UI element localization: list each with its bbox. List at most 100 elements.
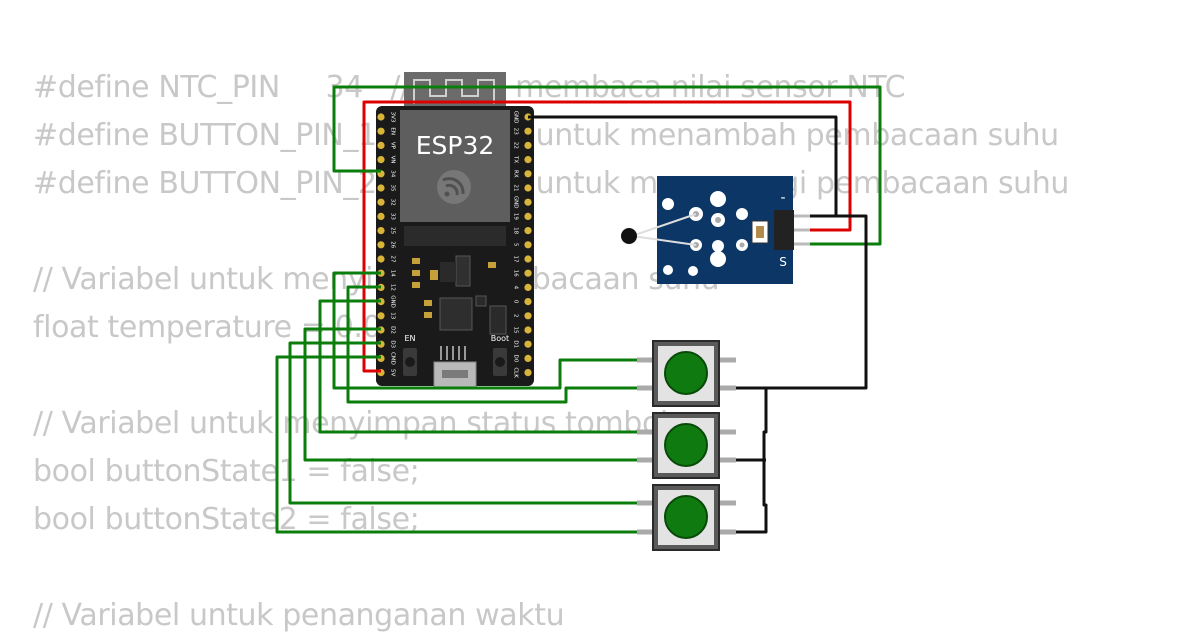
esp32-pin-left-10[interactable] bbox=[377, 255, 385, 263]
esp32-pin-left-8[interactable] bbox=[377, 227, 385, 235]
esp32-pin-right-3[interactable] bbox=[524, 156, 532, 164]
esp32-pin-right-16[interactable] bbox=[524, 340, 532, 348]
esp32-pin-left-9[interactable] bbox=[377, 241, 385, 249]
esp32-chip-label: ESP32 bbox=[416, 131, 495, 160]
esp32-pin-label: 12 bbox=[390, 284, 396, 291]
esp32-pin-label: 0 bbox=[513, 300, 519, 304]
esp32-pin-label: 16 bbox=[513, 270, 519, 277]
esp32-pin-label: 25 bbox=[390, 227, 396, 234]
esp32-pin-label: 21 bbox=[513, 185, 519, 192]
esp32-pin-label: TX bbox=[513, 155, 519, 163]
esp32-pin-left-7[interactable] bbox=[377, 212, 385, 220]
esp32-pin-label: EN bbox=[390, 127, 396, 135]
ntc-pin-signal-label: S bbox=[779, 255, 787, 269]
esp32-pin-right-17[interactable] bbox=[524, 354, 532, 362]
boot-label: Boot bbox=[491, 334, 509, 343]
esp32-pin-label: GND bbox=[513, 196, 519, 209]
esp32-pin-right-12[interactable] bbox=[524, 283, 532, 291]
wire-green-button-1-a bbox=[332, 271, 637, 390]
esp32-pin-label: 27 bbox=[390, 256, 396, 263]
button-cap-icon bbox=[664, 351, 708, 395]
esp32-pin-label: D0 bbox=[513, 355, 519, 363]
esp32-pin-right-1[interactable] bbox=[524, 127, 532, 135]
code-line: // Variabel untuk menyimpan status tombo… bbox=[33, 406, 668, 441]
esp32-pin-label: CMD bbox=[390, 352, 396, 365]
wire-green-button-2-b bbox=[303, 327, 637, 462]
code-line: #define BUTTON_PIN_1 ... Tombol untuk me… bbox=[33, 118, 1059, 153]
esp32-pin-label: CLK bbox=[513, 367, 519, 378]
esp32-pin-right-9[interactable] bbox=[524, 241, 532, 249]
wire-black-ground-buttons bbox=[719, 214, 868, 534]
esp32-pin-label: 13 bbox=[390, 312, 396, 319]
esp32-pin-label: GND bbox=[513, 111, 519, 124]
esp32-antenna bbox=[404, 72, 506, 112]
button-cap-icon bbox=[664, 423, 708, 467]
thermistor-icon bbox=[621, 213, 697, 246]
esp32-pin-label: D2 bbox=[390, 326, 396, 334]
esp32-pin-right-10[interactable] bbox=[524, 255, 532, 263]
esp32-pin-label: 23 bbox=[513, 128, 519, 135]
esp32-shield bbox=[400, 110, 510, 222]
esp32-pin-label: 34 bbox=[390, 170, 396, 177]
esp32-pin-label: D3 bbox=[390, 340, 396, 348]
en-button-knob bbox=[405, 357, 415, 367]
esp32-pin-label: 17 bbox=[513, 256, 519, 263]
esp32-pin-label: 35 bbox=[390, 185, 396, 192]
esp32-pin-right-2[interactable] bbox=[524, 141, 532, 149]
button-cap-icon bbox=[664, 495, 708, 539]
esp32-pin-left-6[interactable] bbox=[377, 198, 385, 206]
esp32-pin-right-8[interactable] bbox=[524, 227, 532, 235]
wire-green-button-3-a bbox=[288, 341, 637, 505]
esp32-pin-label: 26 bbox=[390, 241, 396, 248]
esp32-pin-label: 33 bbox=[390, 213, 396, 220]
esp32-pin-left-0[interactable] bbox=[377, 113, 385, 121]
esp32-pin-left-3[interactable] bbox=[377, 156, 385, 164]
push-button-2[interactable] bbox=[637, 412, 736, 479]
esp32-pin-right-11[interactable] bbox=[524, 269, 532, 277]
esp32-pin-right-6[interactable] bbox=[524, 198, 532, 206]
esp32-pin-label: D1 bbox=[513, 340, 519, 348]
wire-red-power bbox=[362, 100, 852, 373]
esp32-pin-label: 14 bbox=[390, 270, 396, 277]
push-button-1[interactable] bbox=[637, 340, 736, 407]
esp32-pin-left-14[interactable] bbox=[377, 312, 385, 320]
esp32-pin-right-7[interactable] bbox=[524, 212, 532, 220]
esp32-pin-label: VP bbox=[390, 142, 396, 150]
esp32-pin-left-5[interactable] bbox=[377, 184, 385, 192]
esp32-pin-right-14[interactable] bbox=[524, 312, 532, 320]
esp32-pin-label: 22 bbox=[513, 142, 519, 149]
wire-green-button-2-a bbox=[318, 299, 637, 434]
wire-green-ntc-signal bbox=[332, 85, 882, 246]
esp32-pin-right-5[interactable] bbox=[524, 184, 532, 192]
esp32-pin-label: 3V3 bbox=[390, 112, 396, 123]
esp32-pin-label: 4 bbox=[513, 286, 519, 290]
esp32-pin-label: 19 bbox=[513, 213, 519, 220]
wires bbox=[275, 85, 882, 534]
esp32-pin-right-18[interactable] bbox=[524, 369, 532, 377]
esp32-pin-label: 2 bbox=[513, 314, 519, 318]
esp32-pin-label: GND bbox=[390, 295, 396, 308]
esp32-pin-label: VN bbox=[390, 156, 396, 164]
esp32-pin-label: 5V bbox=[390, 369, 396, 376]
usb-pins bbox=[440, 346, 466, 360]
ntc-sensor-module[interactable]: - S bbox=[621, 176, 810, 284]
wire-green-button-3-b bbox=[275, 355, 637, 534]
esp32-pin-left-2[interactable] bbox=[377, 141, 385, 149]
esp32-pin-label: 18 bbox=[513, 227, 519, 234]
push-button-3[interactable] bbox=[637, 484, 736, 551]
esp32-pin-right-4[interactable] bbox=[524, 170, 532, 178]
esp32-pin-right-13[interactable] bbox=[524, 298, 532, 306]
esp32-pin-right-15[interactable] bbox=[524, 326, 532, 334]
code-line: // Variabel untuk penanganan waktu bbox=[33, 598, 565, 633]
esp32-pin-left-1[interactable] bbox=[377, 127, 385, 135]
esp32-pin-label: RX bbox=[513, 170, 519, 178]
espressif-logo-icon bbox=[437, 170, 471, 204]
ntc-pin-minus-label: - bbox=[780, 190, 785, 206]
wire-green-button-1-b bbox=[346, 285, 637, 404]
boot-button-knob bbox=[495, 357, 505, 367]
en-label: EN bbox=[404, 334, 415, 343]
esp32-pin-label: 32 bbox=[390, 199, 396, 206]
esp32-pin-label: 15 bbox=[513, 327, 519, 334]
